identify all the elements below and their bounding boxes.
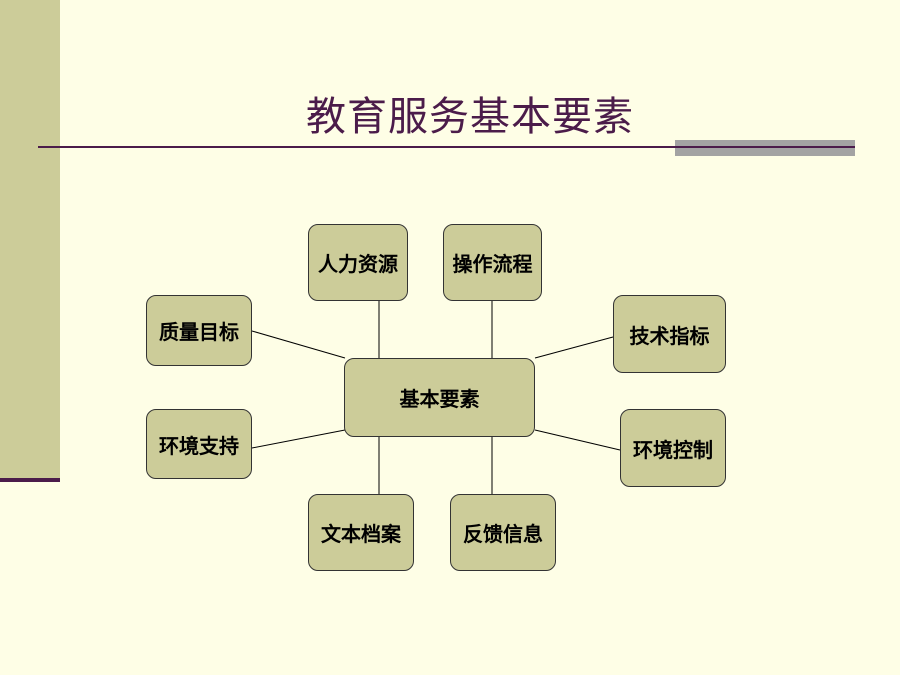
- node-environment-support: 环境支持: [146, 409, 252, 479]
- link-environment-control: [534, 429, 621, 451]
- node-environment-control: 环境控制: [620, 409, 726, 487]
- node-quality-goals: 质量目标: [146, 295, 252, 366]
- slide-title: 教育服务基本要素: [306, 94, 634, 140]
- left-band-underline: [0, 478, 60, 482]
- title-divider: [38, 146, 855, 148]
- node-feedback-info: 反馈信息: [450, 494, 556, 571]
- link-quality-goals: [251, 330, 346, 359]
- title-divider-accent: [675, 140, 855, 156]
- node-operating-process: 操作流程: [443, 224, 542, 301]
- link-environment-support: [251, 429, 346, 449]
- node-human-resources: 人力资源: [308, 224, 408, 301]
- link-technical-indicators: [534, 336, 614, 359]
- left-accent-band: [0, 0, 60, 480]
- node-center: 基本要素: [344, 358, 535, 437]
- node-technical-indicators: 技术指标: [613, 295, 726, 373]
- node-text-archives: 文本档案: [308, 494, 414, 571]
